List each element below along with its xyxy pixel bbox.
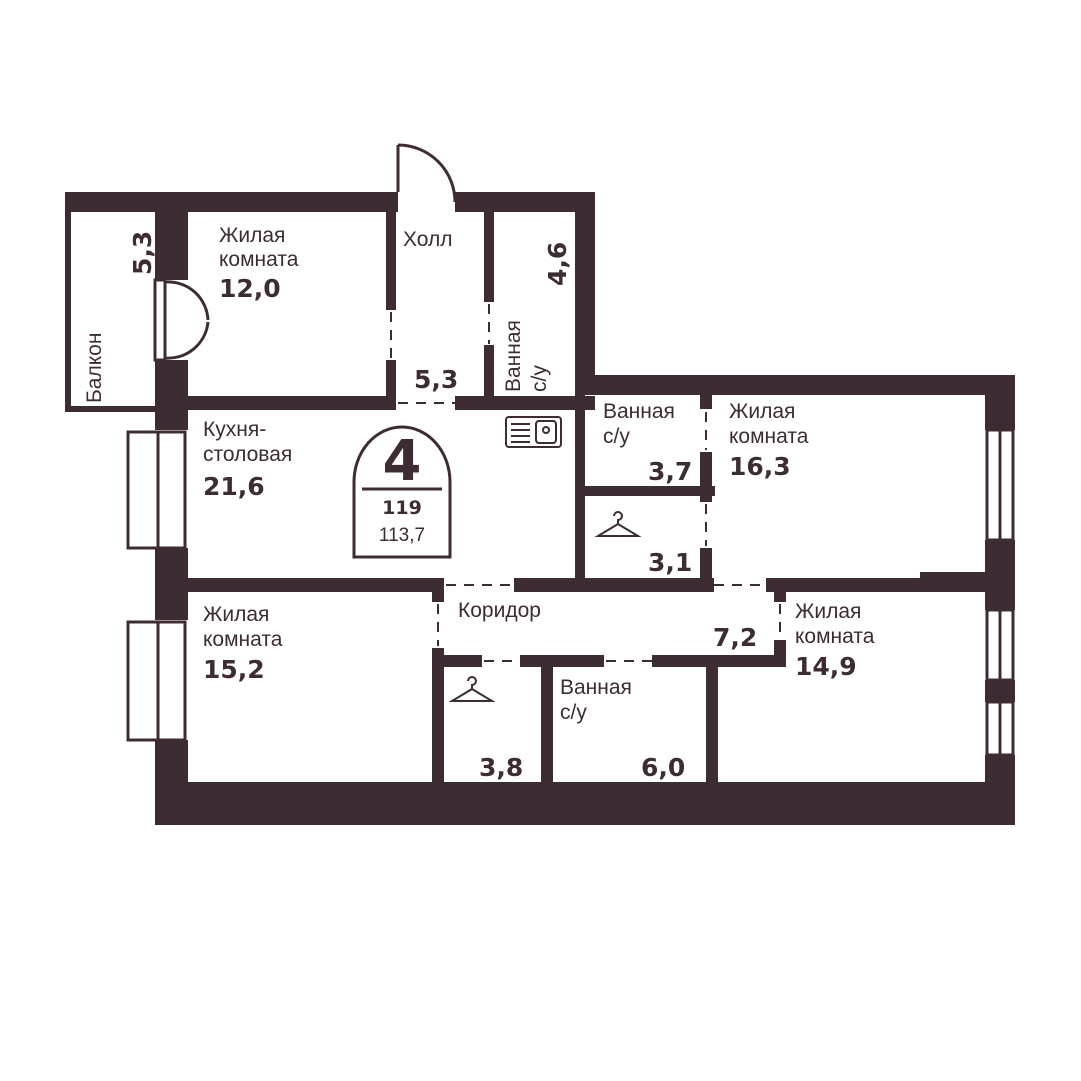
- room-kitchen: Кухня- столовая 21,6: [203, 418, 292, 501]
- room-wardrobe-south: 3,8: [479, 753, 523, 782]
- room-name-2: с/у: [560, 701, 587, 724]
- wall-east-3: [985, 680, 1015, 702]
- room-name: Жилая: [219, 224, 285, 247]
- room-name-2: комната: [219, 248, 299, 271]
- wall-ward-w: [432, 648, 444, 788]
- room-name-2: с/у: [603, 425, 630, 448]
- wall-bath-east-div2: [700, 452, 712, 502]
- room-bath-north: Ванная с/у 4,6: [502, 242, 572, 392]
- wall-kitchen-east: [575, 395, 585, 585]
- wall-bath-east-div: [700, 395, 712, 409]
- room-name-2: комната: [203, 628, 283, 651]
- room-area: 7,2: [713, 623, 757, 652]
- wall-south-int-2: [520, 655, 604, 667]
- wall-ward-e: [541, 655, 553, 788]
- wall-hall-bath: [484, 212, 494, 302]
- room-name: Холл: [403, 228, 453, 251]
- room-area: 3,8: [479, 753, 523, 782]
- wall-corr-r: [774, 590, 786, 602]
- room-area: 14,9: [795, 652, 857, 681]
- wall-balcony-south: [65, 406, 161, 412]
- wall-corr-l: [432, 590, 444, 602]
- room-area: 12,0: [219, 274, 281, 303]
- room-name-2: комната: [729, 425, 809, 448]
- wall-ne-top: [575, 375, 1015, 395]
- wall-kitchen-south-l: [186, 578, 444, 592]
- wall-balcony-west: [65, 192, 71, 412]
- wall-east-1: [985, 375, 1015, 430]
- wall-bed-hall: [386, 212, 396, 310]
- wall-bath-east-s: [585, 486, 715, 496]
- sink-icon: [505, 416, 562, 448]
- room-name: Коридор: [458, 599, 541, 622]
- rooms-count: 4: [383, 429, 422, 494]
- room-area: 16,3: [729, 452, 791, 481]
- room-corridor: Коридор 7,2: [458, 599, 757, 652]
- wall-west-upper: [155, 192, 188, 280]
- wall-north-left: [65, 192, 398, 212]
- room-name: Кухня-: [203, 418, 266, 441]
- room-name: Жилая: [795, 600, 861, 623]
- room-name-2: комната: [795, 625, 875, 648]
- door-icon: [163, 143, 457, 360]
- room-name-2: с/у: [528, 365, 551, 392]
- room-area: 5,3: [128, 231, 157, 275]
- room-name: Ванная: [560, 676, 632, 699]
- room-area: 3,1: [648, 548, 692, 577]
- wall-bed-hall-low: [386, 360, 396, 410]
- wall-kitchen-south-r: [514, 578, 714, 592]
- room-area: 21,6: [203, 472, 265, 501]
- windows: [126, 278, 1015, 757]
- hanger-icon: [594, 511, 642, 537]
- living-area: 113,7: [379, 525, 425, 546]
- room-name: Балкон: [83, 333, 106, 403]
- room-balcony: Балкон 5,3: [83, 231, 157, 403]
- apartment-badge: 4 119 113,7: [352, 425, 452, 559]
- wall-north-right: [455, 192, 595, 212]
- wall-west-mid: [155, 360, 188, 430]
- room-area: 4,6: [543, 242, 572, 286]
- room-name: Ванная: [603, 400, 675, 423]
- room-area: 5,3: [414, 365, 458, 394]
- walls: [65, 192, 1015, 825]
- wall-south-int-1: [432, 655, 482, 667]
- wall-south: [155, 782, 1015, 825]
- room-area: 3,7: [648, 457, 692, 486]
- room-bedroom-se: Жилая комната 14,9: [795, 600, 875, 681]
- room-bedroom-ne: Жилая комната 16,3: [729, 400, 809, 481]
- wall-south-int-3: [652, 655, 786, 667]
- room-area: 15,2: [203, 655, 265, 684]
- wall-corr-se: [774, 640, 786, 667]
- room-hall: Холл 5,3: [403, 228, 458, 394]
- wall-north-interior: [186, 396, 396, 410]
- room-name-2: столовая: [203, 443, 292, 466]
- wall-east-upper: [575, 192, 595, 394]
- total-area: 119: [382, 497, 422, 519]
- room-bedroom-nw: Жилая комната 12,0: [219, 224, 299, 303]
- window-balcony: [153, 278, 167, 362]
- openings: [390, 304, 781, 662]
- room-bath-south: Ванная с/у 6,0: [560, 676, 685, 782]
- wall-hall-bath-low: [484, 345, 494, 410]
- wall-ne-sub: [920, 572, 1015, 582]
- room-area: 6,0: [641, 753, 685, 782]
- room-bath-east: Ванная с/у 3,7: [603, 400, 692, 486]
- room-bedroom-sw: Жилая комната 15,2: [203, 603, 283, 684]
- wall-west-kitchen: [155, 548, 188, 620]
- wall-east-4: [985, 755, 1015, 825]
- room-name: Ванная: [502, 320, 525, 392]
- room-name: Жилая: [203, 603, 269, 626]
- wall-bath-s-e: [706, 667, 718, 788]
- wall-wardrobe-e: [700, 548, 712, 585]
- wall-bath-south: [455, 396, 595, 410]
- room-wardrobe-east: 3,1: [648, 548, 692, 577]
- hanger-icon: [448, 676, 496, 702]
- room-name: Жилая: [729, 400, 795, 423]
